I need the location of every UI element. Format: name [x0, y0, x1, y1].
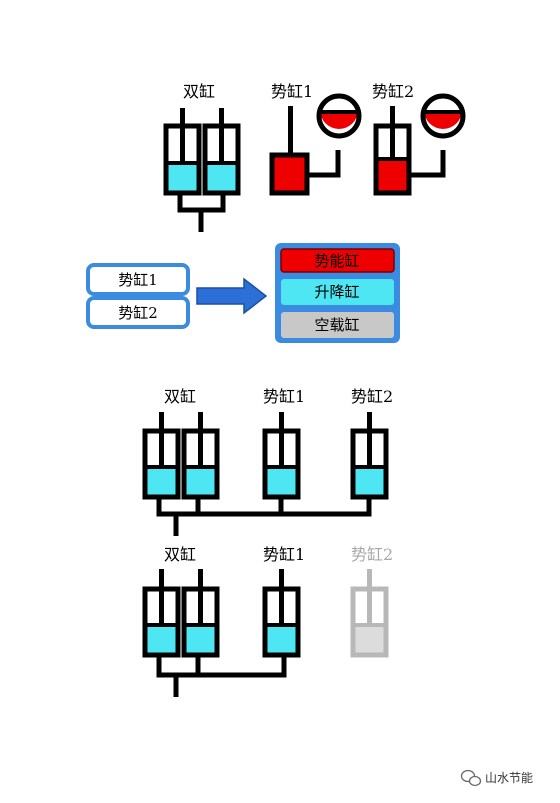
label-potential-cylinder-2: 势缸2 — [372, 82, 414, 101]
label-potential-cylinder-1: 势缸1 — [271, 82, 313, 101]
left-box-potential-2: 势缸2 — [86, 296, 190, 329]
top-row: 双缸 势缸1 势缸2 — [163, 82, 466, 232]
label-double-cylinder: 双缸 — [183, 82, 215, 101]
right-box-lift-cylinder-label: 升降缸 — [314, 283, 359, 301]
right-box-idle-cylinder: 空载缸 — [281, 312, 394, 338]
right-box-potential-energy: 势能缸 — [280, 248, 395, 273]
right-box-potential-energy-label: 势能缸 — [314, 252, 359, 270]
watermark: 山水节能 — [460, 769, 533, 787]
wechat-icon — [460, 769, 482, 787]
potential-cylinder-1 — [262, 412, 301, 500]
right-box-idle-cylinder-label: 空载缸 — [314, 316, 359, 334]
hydraulic-pipe — [156, 655, 287, 697]
label-double-cylinder: 双缸 — [164, 545, 196, 564]
accumulator-bowl-1 — [316, 93, 362, 139]
bottom-row: 双缸 势缸1 势缸2 — [142, 545, 393, 697]
left-box-potential-1: 势缸1 — [86, 263, 190, 296]
potential-cylinder-1 — [269, 93, 362, 196]
double-cylinder — [142, 569, 220, 658]
potential-cylinder-1 — [262, 569, 301, 658]
hydraulic-pipe — [156, 497, 372, 536]
accumulator-bowl-2 — [420, 93, 466, 139]
label-potential-cylinder-2: 势缸2 — [351, 545, 393, 564]
label-potential-cylinder-1: 势缸1 — [263, 545, 305, 564]
potential-cylinder-2 — [373, 93, 466, 196]
potential-cylinder-2 — [350, 412, 389, 500]
middle-row: 双缸 势缸1 势缸2 — [142, 387, 393, 536]
left-box-potential-1-label: 势缸1 — [118, 271, 158, 289]
left-box-potential-2-label: 势缸2 — [118, 304, 158, 322]
label-potential-cylinder-1: 势缸1 — [263, 387, 305, 406]
watermark-text: 山水节能 — [485, 771, 533, 785]
label-double-cylinder: 双缸 — [164, 387, 196, 406]
label-potential-cylinder-2: 势缸2 — [351, 387, 393, 406]
double-cylinder — [163, 108, 241, 232]
potential-cylinder-2-inactive — [350, 569, 389, 658]
right-arrow-icon — [196, 277, 268, 315]
right-box-lift-cylinder: 升降缸 — [281, 279, 394, 305]
mapping-section: 势缸1 势缸2 势能缸 升降缸 空载缸 — [86, 243, 400, 343]
double-cylinder — [142, 412, 220, 500]
